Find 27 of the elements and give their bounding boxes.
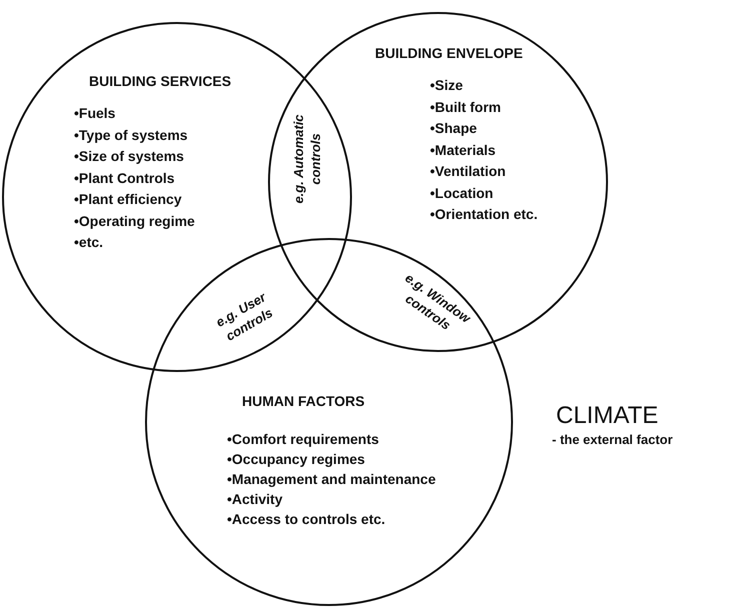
list-item: •Orientation etc. [430, 205, 538, 223]
venn-circle [2, 22, 352, 372]
list-item: •Operating regime [74, 212, 195, 230]
list-item: •Management and maintenance [227, 470, 436, 488]
list-item: •Activity [227, 490, 282, 508]
list-item: •Size [430, 76, 463, 94]
list-item: •etc. [74, 233, 104, 251]
factor-title: CLIMATE [556, 402, 658, 430]
list-item: •Fuels [74, 104, 116, 122]
list-item: •Plant Controls [74, 168, 175, 186]
overlap-label: e.g. Automatic controls [290, 113, 324, 206]
list-item: •Materials [430, 140, 496, 158]
venn-circle [145, 238, 513, 606]
list-item: •Built form [430, 98, 502, 116]
list-item: •Ventilation [430, 162, 506, 180]
list-item: •Access to controls etc. [227, 510, 386, 528]
list-item: •Location [430, 184, 494, 202]
list-item: •Occupancy regimes [227, 450, 365, 468]
factor-note: - the external factor [552, 432, 673, 447]
list-item: •Plant efficiency [74, 190, 182, 208]
list-item: •Size of systems [74, 147, 184, 165]
list-item: •Shape [430, 119, 477, 137]
list-item: •Comfort requirements [227, 430, 379, 448]
circle-heading: BUILDING ENVELOPE [375, 44, 523, 62]
list-item: •Type of systems [74, 126, 188, 144]
circle-heading: BUILDING SERVICES [89, 72, 232, 90]
circle-heading: HUMAN FACTORS [242, 392, 365, 410]
